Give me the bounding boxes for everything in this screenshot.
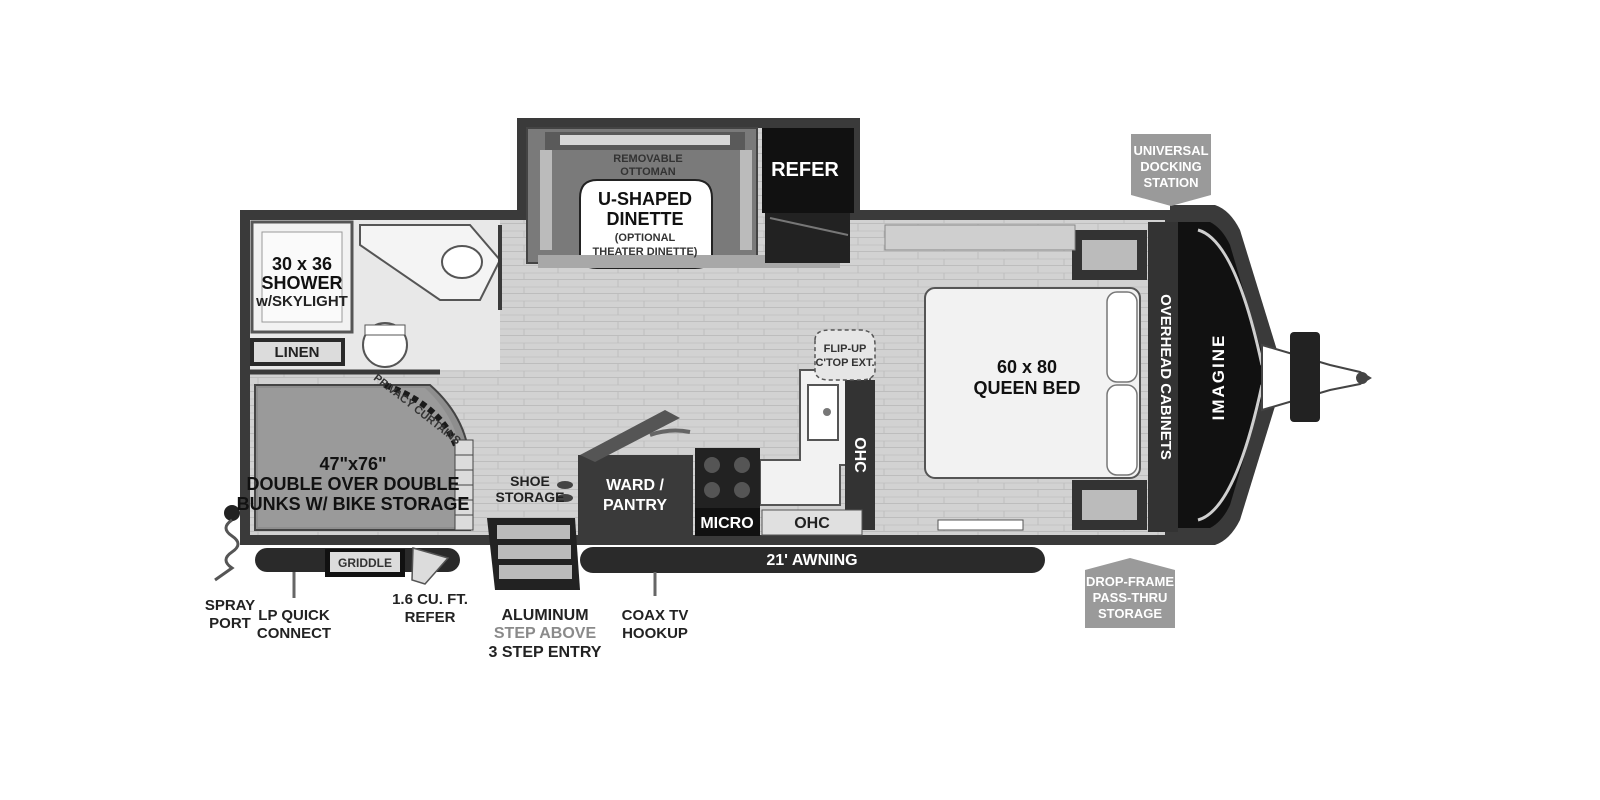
bath-vanity: [359, 224, 502, 301]
spray-port: [224, 505, 240, 521]
shower-label-2: SHOWER: [262, 273, 343, 293]
docking-label-2: DOCKING: [1140, 159, 1201, 174]
shoe-storage-label-2: STORAGE: [496, 489, 565, 505]
shoe-storage-label-1: SHOE: [510, 473, 550, 489]
queen-bed: [924, 287, 1141, 479]
lp-label-1: LP QUICK: [258, 607, 330, 624]
refrigerator: [762, 128, 854, 263]
ohc-bottom-label: OHC: [794, 515, 830, 532]
kitchen: [557, 329, 876, 537]
drop-frame-label-3: STORAGE: [1098, 606, 1162, 621]
drop-frame-label-1: DROP-FRAME: [1086, 574, 1174, 589]
ward-pantry: [578, 455, 693, 537]
coax-label-2: HOOKUP: [622, 625, 688, 642]
micro-label: MICRO: [700, 515, 753, 532]
dinette-label-3: (OPTIONAL: [615, 232, 676, 244]
ward-pantry-label-1: WARD /: [606, 477, 664, 494]
stove: [695, 448, 760, 508]
small-refer-label-2: REFER: [405, 609, 456, 626]
flip-up-extension: [814, 329, 876, 381]
shower-label-3: w/SKYLIGHT: [255, 293, 348, 310]
brand-logo: IMAGINE: [1209, 334, 1228, 421]
refer-label: REFER: [771, 159, 839, 181]
ohc-vertical: [845, 380, 875, 530]
shower-label-1: 30 x 36: [272, 254, 332, 274]
griddle-label: GRIDDLE: [338, 556, 392, 570]
ottoman-label-1: REMOVABLE: [613, 153, 682, 165]
dinette-slide: [526, 127, 840, 269]
step-label-2: STEP ABOVE: [494, 625, 597, 642]
bunks-label-1: 47"x76": [319, 454, 386, 474]
step-label-1: ALUMINUM: [501, 607, 588, 624]
bunks: [254, 382, 474, 531]
exterior: [214, 505, 1045, 598]
ohc-vertical-label: OHC: [851, 437, 868, 473]
pillow: [1106, 384, 1138, 476]
ottoman-label-2: OTTOMAN: [620, 166, 675, 178]
bedroom: [880, 220, 1178, 535]
ohc-bottom: [761, 509, 863, 536]
flip-up-label-1: FLIP-UP: [824, 343, 867, 355]
dinette-label-1: U-SHAPED: [598, 189, 692, 209]
bath-sink: [441, 245, 483, 279]
awning: [580, 547, 1045, 573]
linen-label: LINEN: [275, 344, 320, 361]
tongue-jack: [1290, 332, 1320, 422]
bathroom: [250, 220, 502, 375]
bunks-label-2: DOUBLE OVER DOUBLE: [246, 474, 459, 494]
kitchen-sink: [807, 384, 839, 441]
ward-pantry-label-2: PANTRY: [603, 497, 667, 514]
callout-drop-frame: [1085, 558, 1175, 628]
hitch: [1261, 332, 1372, 422]
overhead-cabinets-label: OVERHEAD CABINETS: [1157, 294, 1174, 460]
dinette-label-2: DINETTE: [606, 209, 683, 229]
docking-label-1: UNIVERSAL: [1133, 143, 1208, 158]
lp-label-2: CONNECT: [257, 625, 331, 642]
window: [937, 519, 1024, 531]
coax-label-1: COAX TV: [622, 607, 689, 624]
spray-port-label-2: PORT: [209, 615, 251, 632]
queen-bed-label-2: QUEEN BED: [973, 378, 1080, 398]
small-refer-label-1: 1.6 CU. FT.: [392, 591, 468, 608]
drop-frame-label-2: PASS-THRU: [1093, 590, 1168, 605]
flip-up-label-2: C'TOP EXT.: [815, 357, 874, 369]
callout-universal-docking: [1131, 134, 1211, 206]
shoe-storage: [557, 481, 573, 502]
docking-label-3: STATION: [1143, 175, 1198, 190]
queen-bed-label-1: 60 x 80: [997, 357, 1057, 377]
bunks-label-3: BUNKS W/ BIKE STORAGE: [237, 494, 470, 514]
spray-port-label-1: SPRAY: [205, 597, 255, 614]
entry-steps: [487, 518, 580, 590]
dinette-label-4: THEATER DINETTE): [593, 246, 698, 258]
pillow: [1106, 291, 1138, 383]
step-label-3: 3 STEP ENTRY: [489, 644, 602, 661]
awning-label: 21' AWNING: [766, 552, 857, 569]
microwave: [695, 508, 760, 536]
overhead-cabinets: [1148, 222, 1178, 532]
